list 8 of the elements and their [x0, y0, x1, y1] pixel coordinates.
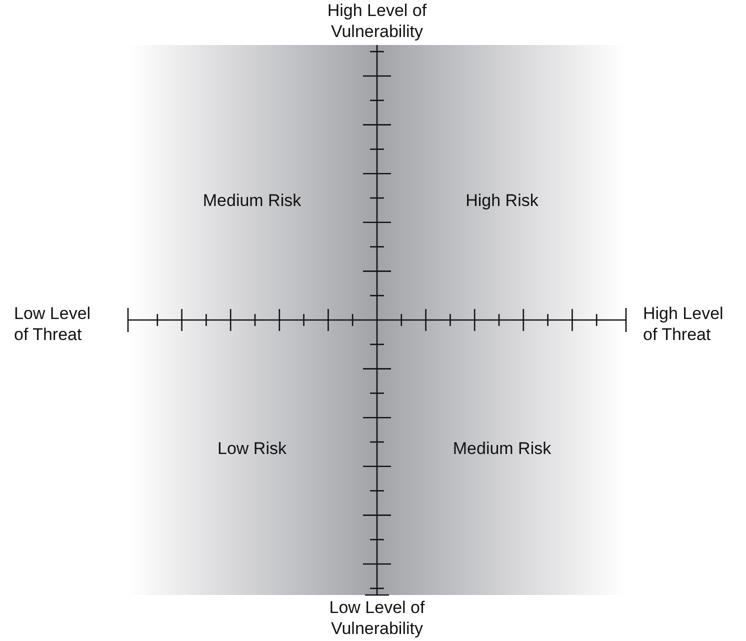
axis-label: Low Level of Threat: [14, 303, 92, 345]
quadrant-label: Low Risk: [216, 438, 288, 459]
quadrant-label: Medium Risk: [452, 438, 552, 459]
axis-label: Low Level of Vulnerability: [328, 597, 426, 639]
quadrant-label: High Risk: [464, 190, 540, 211]
axis-label: High Level of Vulnerability: [326, 0, 428, 42]
quadrant-label: Medium Risk: [202, 190, 302, 211]
axis-label: High Level of Threat: [643, 303, 724, 345]
